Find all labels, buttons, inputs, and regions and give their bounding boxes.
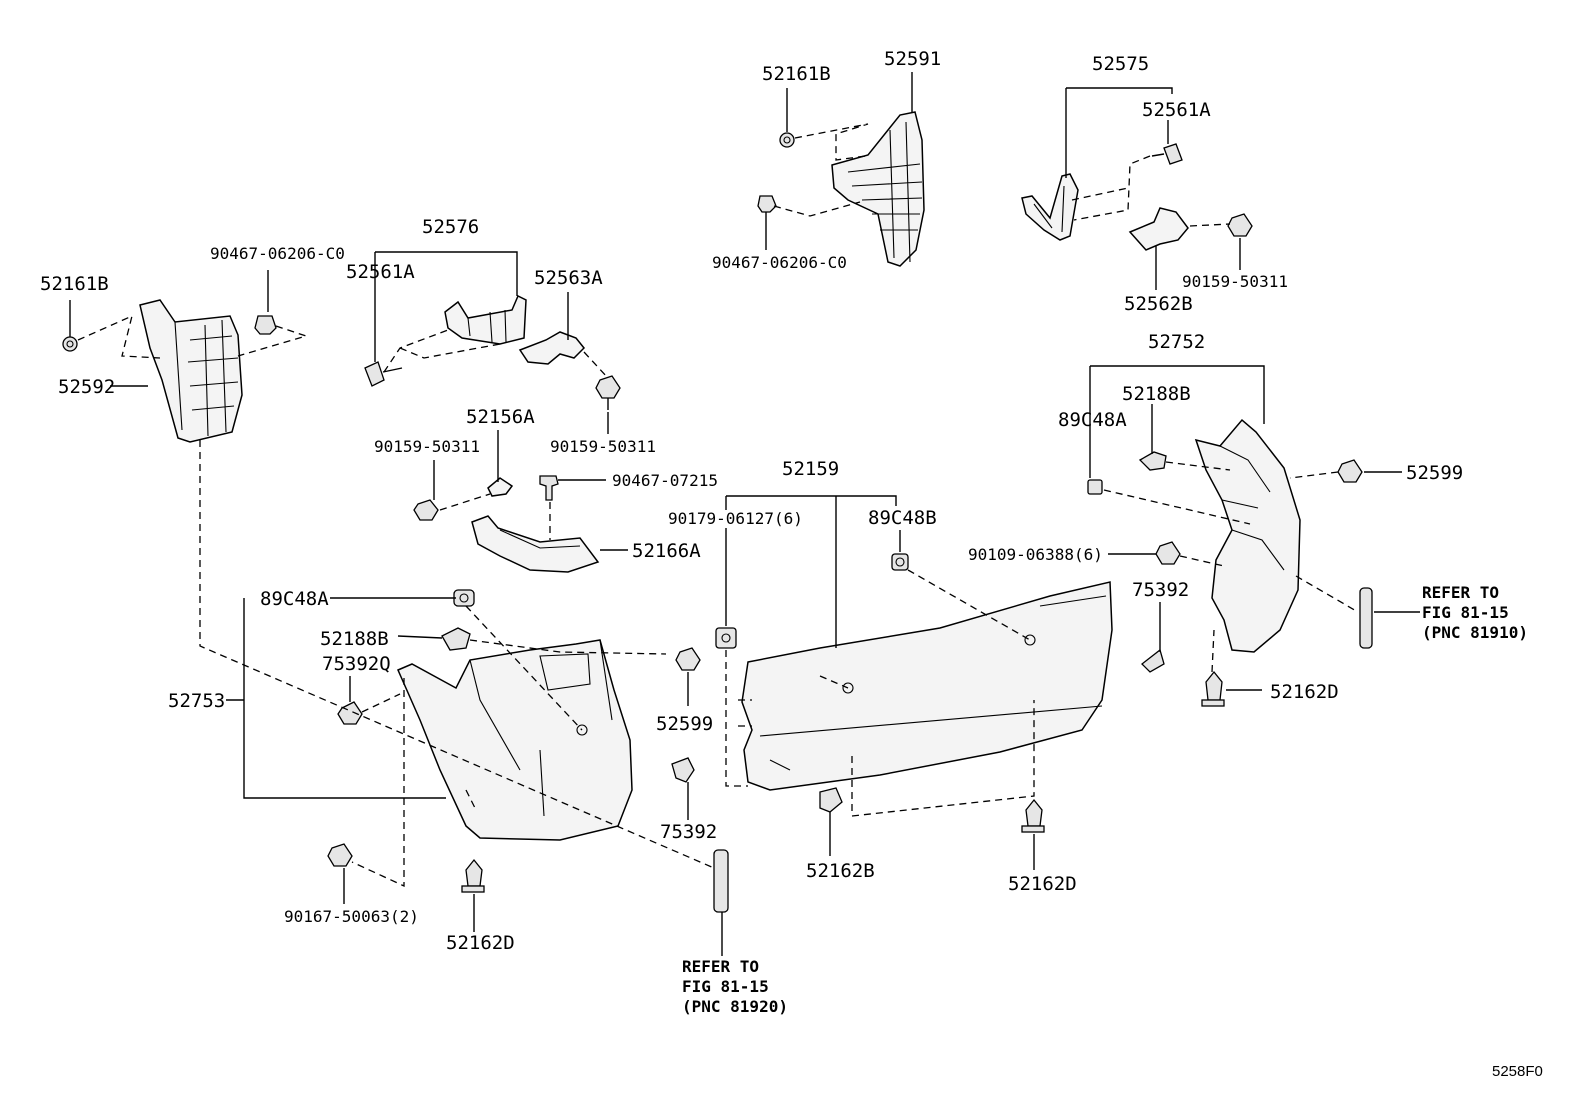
label-52159: 52159 (782, 458, 839, 480)
clip-52161B-left (62, 336, 78, 352)
bolt-75392Q (337, 701, 363, 725)
bracket-52576 (444, 294, 527, 345)
label-89C48B: 89C48B (868, 507, 937, 529)
label-52166A: 52166A (632, 540, 701, 562)
bracket-52156A (487, 477, 514, 497)
label-52591: 52591 (884, 48, 941, 70)
label-52188B-right: 52188B (1122, 383, 1191, 405)
refer-right-line-1: REFER TO (1422, 583, 1499, 602)
label-90167-50063: 90167-50063(2) (284, 907, 419, 926)
label-52575: 52575 (1092, 53, 1149, 75)
bolt-90159-50311-right (1227, 213, 1253, 237)
clip-52188B-right (1138, 451, 1167, 471)
nut-89C48A-right (1087, 479, 1103, 495)
clip-52161B-top (779, 132, 795, 148)
clip-52162D-right (1201, 670, 1225, 707)
bracket-52591 (831, 111, 925, 267)
label-52561A-left: 52561A (346, 261, 415, 283)
refer-right-line-2: FIG 81-15 (1422, 603, 1509, 622)
bracket-52563A (518, 331, 586, 365)
label-75392-right: 75392 (1132, 579, 1189, 601)
clip-75392-mid (671, 757, 695, 783)
label-90467-06206-C0-left: 90467-06206-C0 (210, 244, 345, 263)
bolt-90159-50311-left (413, 499, 439, 521)
refer-note-right: REFER TO FIG 81-15 (PNC 81910) (1422, 583, 1528, 642)
label-90159-50311-left: 90159-50311 (374, 437, 480, 456)
label-52576: 52576 (422, 216, 479, 238)
bolt-90109-06388 (1155, 541, 1181, 565)
bolt-52599-right (1337, 459, 1363, 483)
label-52599-left: 52599 (656, 713, 713, 735)
label-90179-06127: 90179-06127(6) (668, 509, 803, 528)
label-90159-50311-right: 90159-50311 (1182, 272, 1288, 291)
bolt-90159-50311-mid (595, 375, 621, 410)
bracket-52575 (1021, 173, 1079, 241)
leader-lines (69, 72, 1420, 956)
nut-90467-06206-left (254, 315, 277, 335)
cap-52162B-bottom (819, 787, 843, 813)
screw-52561A-left (364, 361, 403, 387)
refer-bottom-line-3: (PNC 81920) (682, 997, 788, 1016)
reflector-right (1359, 587, 1373, 649)
label-52562B: 52562B (1124, 293, 1193, 315)
label-52752: 52752 (1148, 331, 1205, 353)
label-90467-07215: 90467-07215 (612, 471, 718, 490)
label-52753: 52753 (168, 690, 225, 712)
nut-89C48B (891, 553, 909, 571)
bumper-cover-52159 (741, 581, 1113, 791)
figure-id: 5258F0 (1492, 1063, 1543, 1080)
label-52599-right: 52599 (1406, 462, 1463, 484)
clip-75392-right (1141, 648, 1165, 673)
bolt-52599-left (675, 647, 701, 671)
label-52563A: 52563A (534, 267, 603, 289)
screw-52561A-right (1151, 143, 1183, 165)
label-90159-50311-mid: 90159-50311 (550, 437, 656, 456)
bracket-52166A (471, 515, 600, 573)
label-52162D-left: 52162D (446, 932, 515, 954)
label-52162B-bottom: 52162B (806, 860, 875, 882)
label-52188B-left: 52188B (320, 628, 389, 650)
label-52162D-right: 52162D (1270, 681, 1339, 703)
label-75392Q: 75392Q (322, 653, 391, 675)
clip-52162D-mid (1021, 798, 1045, 833)
label-52592: 52592 (58, 376, 115, 398)
label-90467-06206-C0-top: 90467-06206-C0 (712, 253, 847, 272)
label-52561A-right: 52561A (1142, 99, 1211, 121)
refer-bottom-line-2: FIG 81-15 (682, 977, 769, 996)
bracket-52562B (1128, 207, 1189, 251)
refer-note-bottom: REFER TO FIG 81-15 (PNC 81920) (682, 957, 788, 1016)
label-89C48A-right: 89C48A (1058, 409, 1127, 431)
cover-52753 (397, 639, 633, 841)
bracket-52592 (139, 299, 243, 443)
nut-89C48A-left (453, 589, 475, 607)
label-52162D-mid: 52162D (1008, 873, 1077, 895)
nut-90467-06206-top (757, 195, 777, 213)
label-90109-06388: 90109-06388(6) (968, 545, 1103, 564)
label-52161B-top: 52161B (762, 63, 831, 85)
label-52156A: 52156A (466, 406, 535, 428)
refer-right-line-3: (PNC 81910) (1422, 623, 1528, 642)
cover-52752 (1194, 418, 1301, 653)
label-75392-mid: 75392 (660, 821, 717, 843)
clip-90179-06127 (715, 627, 737, 649)
clip-52188B-left (441, 627, 471, 651)
clip-52162D-left (461, 858, 485, 893)
refer-bottom-line-1: REFER TO (682, 957, 759, 976)
clip-90467-07215 (539, 475, 559, 501)
bolt-90167-50063 (327, 843, 353, 867)
label-52161B-left: 52161B (40, 273, 109, 295)
reflector-bottom (713, 849, 729, 913)
part-labels: 52161B 52592 90467-06206-C0 52576 52561A… (40, 48, 1463, 954)
label-89C48A-left: 89C48A (260, 588, 329, 610)
